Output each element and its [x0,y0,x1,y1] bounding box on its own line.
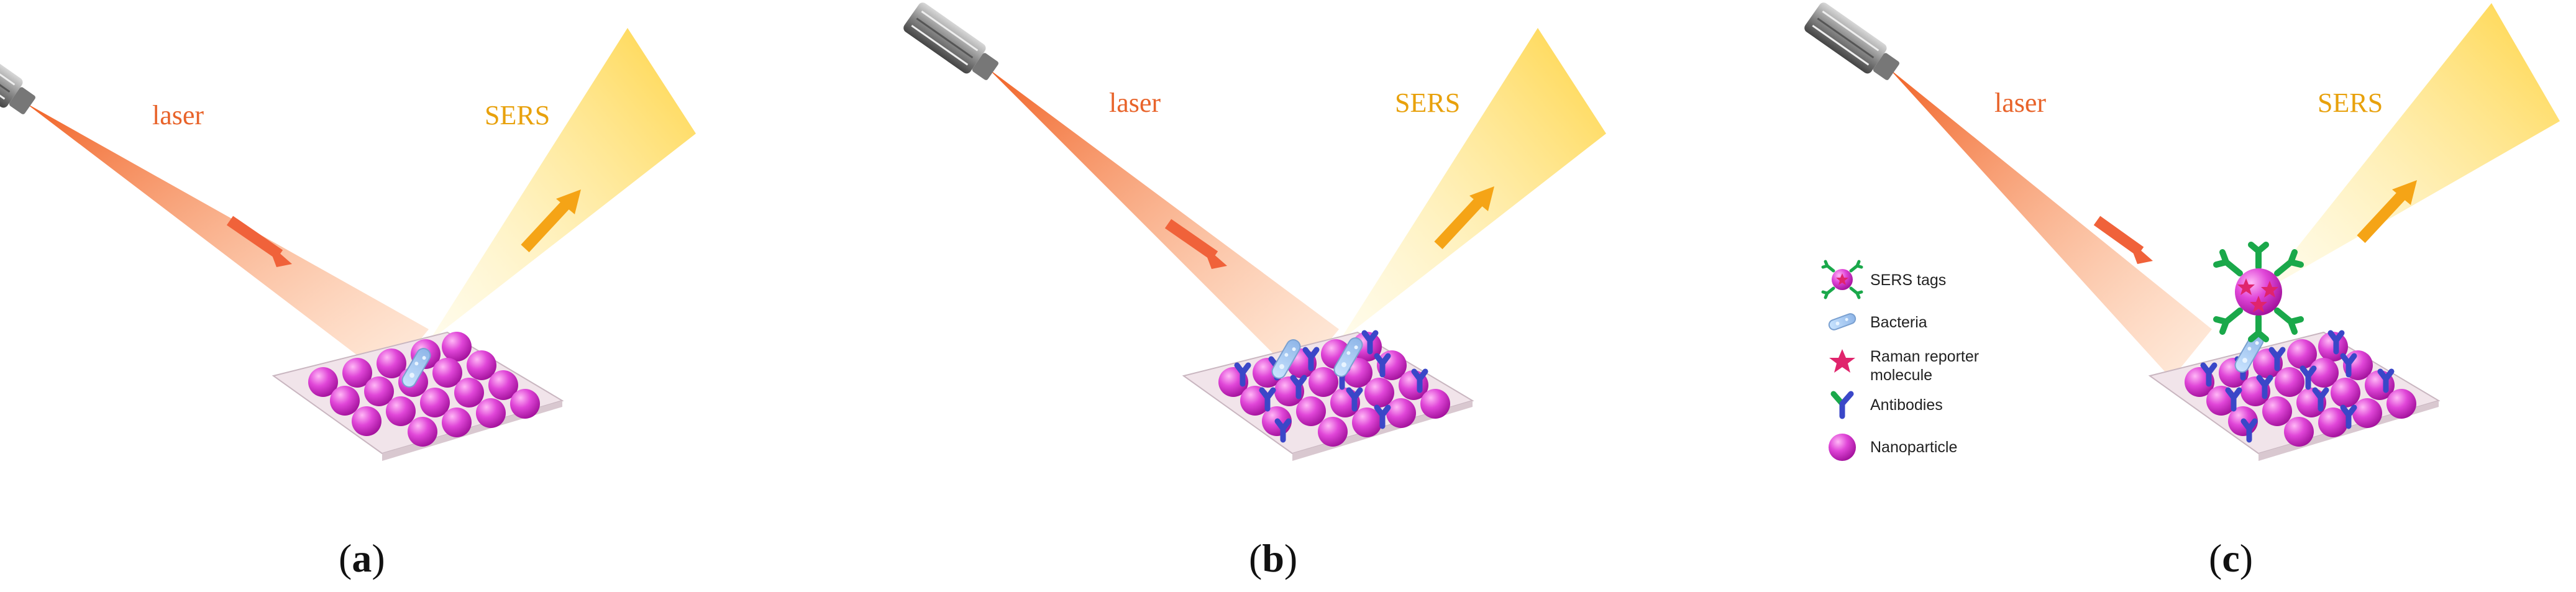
laser-label: laser [1109,88,1161,118]
legend-item-antibodies: Antibodies [1830,391,1943,419]
bacteria-icon [1271,339,1301,379]
caption-c: (c) [2209,536,2253,580]
panel-b: laser SERS [903,2,1606,580]
sers-direction-arrow [1434,186,1494,250]
laser-label: laser [152,100,204,130]
nanoparticle-array [308,332,540,447]
laser-pointer-icon [1804,2,1899,80]
laser-beam [25,102,429,379]
nanoparticle-icon [1829,434,1856,461]
laser-direction-arrow [226,216,292,267]
sers-direction-arrow [521,189,581,253]
sers-direction-arrow [2357,180,2417,244]
bacteria-icon [401,348,431,388]
legend-label: Nanoparticle [1870,439,1957,456]
panel-a: laser SERS [0,28,696,580]
laser-beam [988,68,1339,379]
legend-label: Antibodies [1870,396,1943,414]
antibody-icon [1830,391,1854,419]
sers-cone [1339,28,1606,342]
bacteria-icon [1828,313,1857,330]
caption-b: (b) [1249,536,1297,580]
sers-label: SERS [2318,88,2383,118]
laser-direction-arrow [1164,219,1227,269]
caption-a: (a) [339,536,385,580]
legend-item-nanoparticle: Nanoparticle [1829,434,1957,461]
sers-cone [2262,3,2560,292]
laser-pointer-icon [903,2,998,80]
legend: SERS tags Bacteria Raman reporter molecu… [1821,260,1979,461]
legend-item-raman-reporter: Raman reporter molecule [1829,348,1979,384]
laser-beam [1889,68,2212,379]
legend-label: Raman reporter [1870,348,1979,365]
laser-pointer-icon [0,37,35,114]
legend-label: molecule [1870,367,1932,384]
substrate-a [272,331,564,461]
sers-label: SERS [1395,88,1460,118]
sers-cone [429,28,696,342]
legend-item-bacteria: Bacteria [1828,313,1927,331]
bacteria-icon [1333,337,1363,377]
laser-direction-arrow [2093,216,2153,264]
legend-label: SERS tags [1870,271,1946,289]
substrate-b [1182,330,1474,461]
nanoparticle-array [1218,332,1450,447]
laser-label: laser [1994,88,2046,118]
star-icon [1829,349,1855,373]
panel-c: laser SERS [1804,2,2560,580]
legend-item-sers-tags: SERS tags [1821,260,1946,299]
substrate-c [2148,330,2441,461]
sers-label: SERS [485,100,550,130]
sers-tag-icon [2213,242,2304,342]
sers-tag-icon [1821,260,1863,299]
legend-label: Bacteria [1870,314,1927,331]
nanoparticle-array [2185,332,2416,447]
